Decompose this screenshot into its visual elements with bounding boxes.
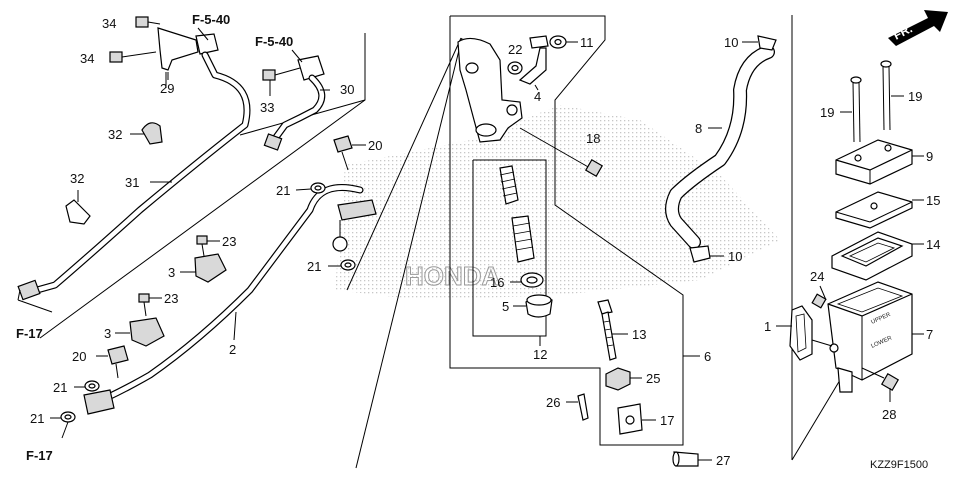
brake-hose-30 bbox=[263, 55, 326, 151]
callout-19-left: 19 bbox=[820, 105, 834, 120]
reservoir-hose-8 bbox=[665, 45, 775, 249]
clip-10-lower bbox=[689, 245, 724, 263]
o-ring-22 bbox=[507, 61, 523, 75]
clamp-3-lower bbox=[115, 317, 165, 347]
boot-5 bbox=[513, 294, 553, 318]
callout-17: 17 bbox=[660, 413, 674, 428]
callout-27: 27 bbox=[716, 453, 730, 468]
callout-6: 6 bbox=[704, 349, 711, 364]
callout-3-upper: 3 bbox=[168, 265, 175, 280]
callout-23-lower: 23 bbox=[164, 291, 178, 306]
callout-31: 31 bbox=[125, 175, 139, 190]
seal-16 bbox=[510, 272, 544, 288]
callout-32-lower: 32 bbox=[70, 171, 84, 186]
screw-18 bbox=[519, 127, 604, 178]
callout-28: 28 bbox=[882, 407, 896, 422]
callout-19-right: 19 bbox=[908, 89, 922, 104]
ref-f-5-40-right: F-5-40 bbox=[255, 34, 293, 49]
figure-code: KZZ9F1500 bbox=[870, 459, 928, 471]
callout-20-lower: 20 bbox=[72, 349, 86, 364]
ref-f-17-upper: F-17 bbox=[16, 326, 43, 341]
callout-21-b: 21 bbox=[307, 259, 321, 274]
callout-23-upper: 23 bbox=[222, 234, 236, 249]
callout-34-upper: 34 bbox=[102, 16, 116, 31]
screw-19-right bbox=[880, 60, 904, 131]
callout-22: 22 bbox=[508, 42, 522, 57]
callout-12: 12 bbox=[533, 347, 547, 362]
bracket-29 bbox=[157, 27, 219, 80]
reservoir-cap-9 bbox=[835, 139, 924, 185]
callout-33: 33 bbox=[260, 100, 274, 115]
callout-11: 11 bbox=[580, 35, 594, 50]
callout-29: 29 bbox=[160, 81, 174, 96]
reservoir-body-7: UPPER LOWER bbox=[827, 281, 924, 393]
pin-27 bbox=[672, 451, 712, 467]
bracket-1 bbox=[776, 305, 839, 361]
clip-10-upper bbox=[742, 35, 777, 51]
callout-13: 13 bbox=[632, 327, 646, 342]
callout-4: 4 bbox=[534, 89, 541, 104]
front-direction-arrow: FR. bbox=[888, 10, 948, 46]
washer-11 bbox=[549, 35, 578, 49]
callout-9: 9 bbox=[926, 149, 933, 164]
bolt-33 bbox=[262, 67, 301, 96]
clamp-3-upper bbox=[180, 253, 227, 283]
washer-21-c bbox=[74, 380, 100, 392]
nut-25 bbox=[605, 367, 642, 391]
callout-24: 24 bbox=[810, 269, 824, 284]
callout-25: 25 bbox=[646, 371, 660, 386]
spring-piston-12 bbox=[499, 165, 535, 263]
joint-17 bbox=[617, 403, 656, 435]
callout-20-upper: 20 bbox=[368, 138, 382, 153]
callout-34-lower: 34 bbox=[80, 51, 94, 66]
callout-5: 5 bbox=[502, 299, 509, 314]
callout-8: 8 bbox=[695, 121, 702, 136]
screw-28 bbox=[861, 367, 900, 402]
hose-joint-4 bbox=[518, 35, 549, 85]
screw-24 bbox=[811, 285, 827, 309]
screw-23-lower bbox=[138, 293, 162, 317]
section-boundaries bbox=[39, 15, 853, 469]
callout-21-c: 21 bbox=[53, 380, 67, 395]
ref-f-17-lower: F-17 bbox=[26, 448, 53, 463]
callout-21-a: 21 bbox=[276, 183, 290, 198]
washer-21-a bbox=[295, 182, 326, 194]
callout-30: 30 bbox=[340, 82, 354, 97]
screw-19-left bbox=[840, 76, 862, 143]
callout-18: 18 bbox=[586, 131, 600, 146]
washer-21-d bbox=[50, 411, 76, 439]
honda-watermark: HONDA bbox=[335, 105, 780, 300]
callout-32-upper: 32 bbox=[108, 127, 122, 142]
bolt-34-upper bbox=[135, 16, 161, 28]
callout-2: 2 bbox=[229, 342, 236, 357]
callout-10-lower: 10 bbox=[728, 249, 742, 264]
brake-hose-31 bbox=[17, 51, 251, 301]
callout-10-upper: 10 bbox=[724, 35, 738, 50]
callout-16: 16 bbox=[490, 275, 504, 290]
pin-26 bbox=[566, 393, 589, 421]
clamp-32-upper bbox=[130, 122, 163, 145]
callout-15: 15 bbox=[926, 193, 940, 208]
callout-3-lower: 3 bbox=[104, 326, 111, 341]
bolt-34-lower bbox=[109, 51, 157, 63]
diaphragm-14 bbox=[831, 231, 924, 281]
bolt-20-upper bbox=[333, 135, 366, 171]
watermark-text: HONDA bbox=[405, 261, 501, 291]
clamp-32-lower bbox=[65, 190, 91, 225]
callout-14: 14 bbox=[926, 237, 940, 252]
master-cylinder-body bbox=[457, 37, 523, 143]
push-rod-13 bbox=[597, 299, 628, 361]
plate-15 bbox=[835, 191, 924, 229]
washer-21-b bbox=[328, 259, 356, 271]
bolt-20-lower bbox=[96, 345, 129, 379]
screw-23-upper bbox=[196, 235, 220, 257]
callout-26: 26 bbox=[546, 395, 560, 410]
callout-7: 7 bbox=[926, 327, 933, 342]
callout-21-d: 21 bbox=[30, 411, 44, 426]
brake-hose-2 bbox=[83, 184, 377, 415]
ref-f-5-40-left: F-5-40 bbox=[192, 12, 230, 27]
callout-1: 1 bbox=[764, 319, 771, 334]
